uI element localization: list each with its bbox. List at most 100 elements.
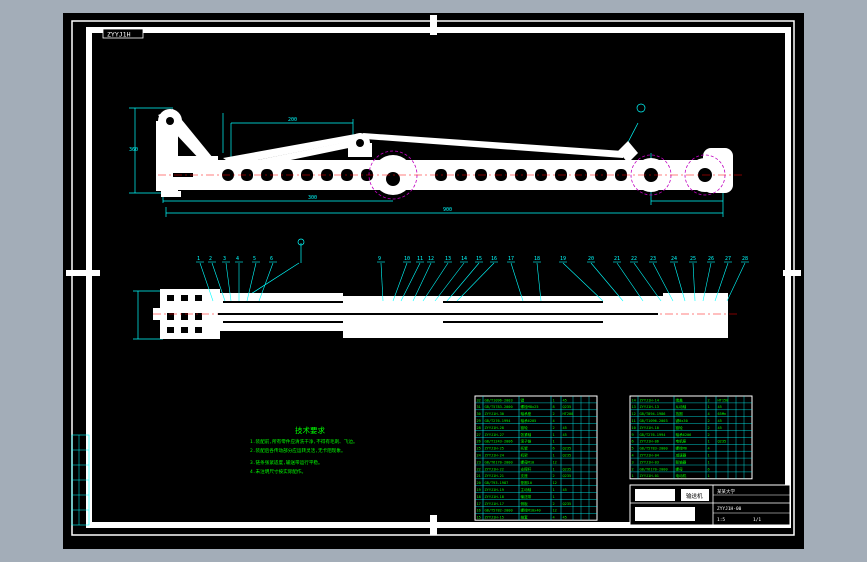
bom-cell: 5 [632,447,634,451]
bom-cell: 电动机 [676,473,687,478]
conveyor-chain [158,148,743,200]
bom-cell: 12 [553,481,557,485]
bom-cell: 输送带 [521,494,532,499]
leader-line [246,262,257,302]
bom-cell: 30 [477,412,481,416]
bom-cell: 减速器 [676,453,687,458]
leader-line [400,262,421,302]
bom-cell: 键 [521,397,525,402]
bom-cell: 螺母 [676,466,684,471]
part-balloon-number: 16 [491,256,497,262]
bom-cell: GB/T5782-2000 [485,509,513,513]
bom-cell: 1 [708,405,710,409]
bom-cell: 键8x30 [676,418,688,423]
marker-tab-icon [66,15,801,535]
bom-cell: 从动轴 [676,404,687,409]
bom-cell: ZYYJ1H-13 [640,405,659,409]
part-balloon-number: 1 [197,256,200,262]
bom-cell: 23 [477,460,481,464]
dimension-text: 200 [288,117,297,123]
bom-cell: 支撑杆 [521,466,532,471]
bom-cell: 1 [708,474,710,478]
bom-cell: 12 [553,509,557,513]
bom-cell: 1 [708,454,710,458]
bom-cell: 6 [708,467,710,471]
bom-cell: 螺母M10 [521,459,535,464]
dimension-text: 300 [308,195,317,201]
bom-cell: 4 [632,454,634,458]
bom-cell: 螺栓M10x40 [521,508,541,513]
bom-cell: GB/T276-1994 [485,419,511,423]
part-balloon-number: 22 [631,256,637,262]
bom-cell: 轴承座 [521,411,532,416]
bom-cell: 28 [477,426,481,430]
bom-cell: 2 [708,398,710,402]
leader-line [211,262,226,302]
sheet-tab-label: ZYYJ1H [107,31,131,39]
bom-cell: 联轴器 [676,459,687,464]
chain-link [615,169,627,181]
title-block: 输送机 某某大学 ZYYJ1H-00 1:5 1/1 [629,484,791,526]
leader-line [714,262,729,302]
bom-cell: GB/T1243-2006 [485,440,513,444]
bom-cell: ZYYJ1H-25 [485,447,504,451]
bom-cell: 滚子链 [521,439,532,444]
bom-cell: GB/T276-1994 [640,433,666,437]
leader-line [633,262,662,302]
bom-cell: 1 [708,440,710,444]
notes-title: 技术要求 [295,425,325,435]
part-balloon-number: 10 [404,256,410,262]
bom-cell: 27 [477,433,481,437]
part-balloon-number: 11 [417,256,423,262]
bom-cell: 13 [632,405,636,409]
leader-line [726,262,746,302]
leader-line [225,262,232,302]
bom-cell: 31 [477,405,481,409]
bom-cell: 16 [477,509,481,513]
bom-cell: 主动轴 [521,487,532,492]
top-view-body [153,289,728,339]
part-balloon-number: 9 [378,256,381,262]
bom-cell: 45 [563,488,567,492]
part-balloon-number: 28 [742,256,748,262]
bom-cell: ZYYJ1H-24 [485,454,504,458]
bom-cell: GB/T6170-2000 [640,467,668,471]
leader-line [692,262,696,302]
bom-cell: 32 [477,398,481,402]
leader-line [590,262,624,302]
leader-line [258,262,274,302]
part-balloon-number: 25 [690,256,696,262]
leader-line [673,262,686,302]
bom-cell: 45 [563,433,567,437]
bom-cell: ZYYJ1H-03 [640,460,659,464]
bom-cell: 1 [632,474,634,478]
drawing-name: 输送机 [686,492,703,500]
part-balloon-number: 27 [725,256,731,262]
bom-cell: Q235 [563,467,572,471]
chain-link [535,169,547,181]
bom-cell: 20 [477,481,481,485]
bom-cell: 4 [553,419,555,423]
bom-cell: 张紧轴 [521,432,532,437]
part-balloon-number: 19 [560,256,566,262]
bom-cell: 45 [718,426,722,430]
bom-cell: 45 [718,419,722,423]
part-balloon-number: 20 [588,256,594,262]
leader-line [412,262,432,302]
part-balloon-number: 14 [461,256,467,262]
bom-cell: ZYYJ1H-22 [485,467,504,471]
notes-line: 3.链条张紧适度,输送带运行平稳。 [250,459,323,466]
notes-line: 2.装配后各传动部分应运转灵活,无卡阻现象。 [250,447,346,454]
leader-line [446,262,480,302]
bom-cell: 1 [708,460,710,464]
part-balloon-number: 26 [708,256,714,262]
bom-cell: 6 [632,440,634,444]
bom-cell: GB/T93-1987 [485,481,509,485]
bom-cell: 3 [632,460,634,464]
leader-line [380,262,384,302]
leader-line [456,262,495,302]
leader-line [422,262,449,302]
bom-cell: ZYYJ1H-04 [640,454,659,458]
